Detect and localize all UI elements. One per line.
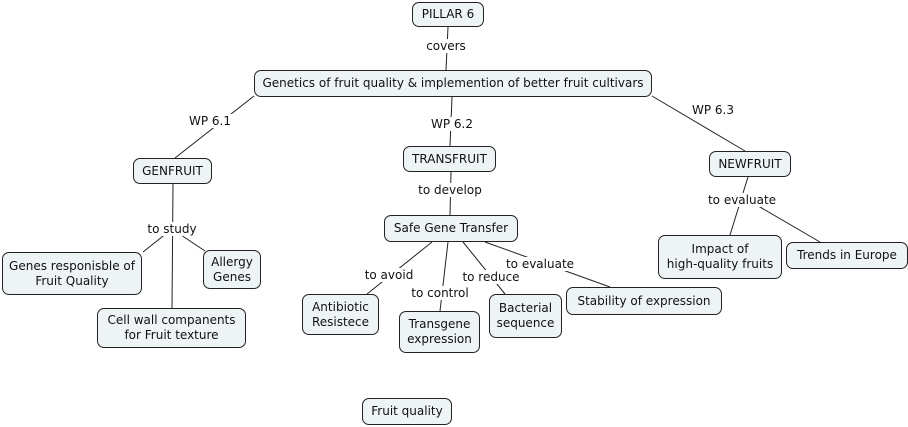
node-pillar-6[interactable]: PILLAR 6 <box>412 2 484 27</box>
link-to-study: to study <box>146 222 198 236</box>
node-transfruit[interactable]: TRANSFRUIT <box>403 146 496 172</box>
link-wp62: WP 6.2 <box>430 117 474 131</box>
link-wp63: WP 6.3 <box>691 103 735 117</box>
node-genes-fruit-quality[interactable]: Genes responisble of Fruit Quality <box>2 252 142 295</box>
link-to-develop: to develop <box>417 183 483 197</box>
node-transgene[interactable]: Transgene expression <box>399 311 480 353</box>
link-to-evaluate-safe: to evaluate <box>504 257 576 271</box>
link-to-evaluate-newfruit: to evaluate <box>706 193 778 207</box>
link-covers: covers <box>425 39 467 53</box>
link-wp61: WP 6.1 <box>188 114 232 128</box>
node-genetics[interactable]: Genetics of fruit quality & implemention… <box>254 70 652 97</box>
node-genfruit[interactable]: GENFRUIT <box>133 158 212 184</box>
node-antibiotic[interactable]: Antibiotic Resistece <box>302 294 379 335</box>
line-safe-transgene <box>439 241 449 312</box>
link-to-control: to control <box>410 286 470 300</box>
node-allergy-genes[interactable]: Allergy Genes <box>203 250 261 289</box>
node-safe-gene-transfer[interactable]: Safe Gene Transfer <box>384 215 518 242</box>
line-genetics-newfruit <box>651 95 746 152</box>
line-evaluate-trends <box>747 199 821 243</box>
node-impact[interactable]: Impact of high-quality fruits <box>658 235 782 279</box>
link-to-avoid: to avoid <box>363 268 415 282</box>
line-genfruit-cellwall <box>171 183 174 309</box>
node-bacterial[interactable]: Bacterial sequence <box>489 294 562 338</box>
node-newfruit[interactable]: NEWFRUIT <box>709 151 791 177</box>
node-trends[interactable]: Trends in Europe <box>786 242 908 269</box>
node-fruit-quality[interactable]: Fruit quality <box>362 398 452 425</box>
link-to-reduce: to reduce <box>461 270 521 284</box>
line-safe-bacterial <box>462 241 506 295</box>
node-stability[interactable]: Stability of expression <box>566 287 722 315</box>
node-cell-wall[interactable]: Cell wall companents for Fruit texture <box>97 308 246 348</box>
